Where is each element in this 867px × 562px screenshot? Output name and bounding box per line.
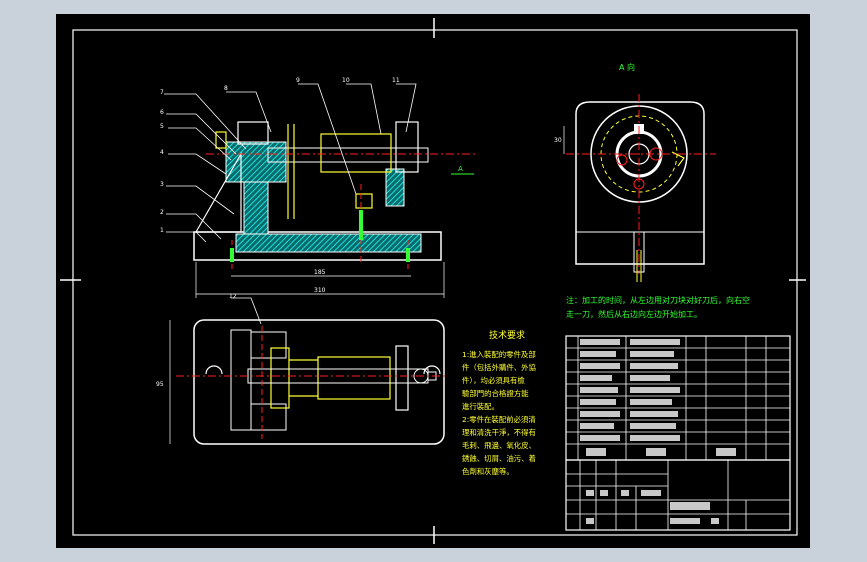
dimension-plan-height: 95 xyxy=(156,381,164,388)
centering-marks xyxy=(60,18,806,544)
side-view-title: A 向 xyxy=(619,62,635,72)
dimension-185: 185 xyxy=(314,269,326,276)
tech-req-line: 理和清洗干淨，不得有 xyxy=(462,428,536,437)
drawing-canvas: 7 6 5 4 3 2 1 8 9 10 11 12 185 310 A xyxy=(60,18,806,544)
plan-view: 95 xyxy=(156,319,448,445)
tech-req-line: 2:零件在裝配前必須清 xyxy=(462,415,536,424)
leader-label-2: 2 xyxy=(160,209,164,216)
dimension-side-height: 30 xyxy=(554,137,562,144)
title-block-cell-fills xyxy=(586,490,719,524)
tech-req-line: 1:進入裝配的零件及部 xyxy=(462,350,536,359)
tech-req-line: 件），均必須具有檢 xyxy=(462,376,525,385)
note-line-1: 注：加工的时间，从左边用对刀块对好刀后，向右空 xyxy=(566,295,750,305)
tech-req-line: 驗部門的合格證方能 xyxy=(462,389,529,398)
leader-label-10: 10 xyxy=(342,77,350,84)
side-view-a: A 向 30 xyxy=(554,62,716,282)
sheet-outer-border xyxy=(72,29,798,536)
tech-req-line: 毛刺、飛邊、氧化皮、 xyxy=(462,441,536,450)
leader-label-6: 6 xyxy=(160,109,164,116)
leader-label-3: 3 xyxy=(160,181,164,188)
tech-req-title: 技术要求 xyxy=(489,329,525,341)
title-block xyxy=(565,459,791,531)
tech-req-line: 色劑和灰塵等。 xyxy=(462,467,514,476)
front-view: 7 6 5 4 3 2 1 8 9 10 11 12 185 310 A xyxy=(160,77,476,325)
cad-drawing-viewport[interactable]: 7 6 5 4 3 2 1 8 9 10 11 12 185 310 A xyxy=(56,14,810,548)
tech-req-line: 進行裝配。 xyxy=(462,402,499,411)
machining-note: 注：加工的时间，从左边用对刀块对好刀后，向右空 走一刀，然后从右边向左边开始加工… xyxy=(566,295,750,319)
leader-label-11: 11 xyxy=(392,77,400,84)
leader-label-9: 9 xyxy=(296,77,300,84)
note-line-2: 走一刀，然后从右边向左边开始加工。 xyxy=(566,309,702,319)
leader-label-5: 5 xyxy=(160,123,164,130)
leader-label-1: 1 xyxy=(160,227,164,234)
technical-requirements: 技术要求 1:進入裝配的零件及部 件（包括外購件、外協 件），均必須具有檢 驗部… xyxy=(462,329,536,476)
dimension-310: 310 xyxy=(314,287,326,294)
leader-label-4: 4 xyxy=(160,149,164,156)
tech-req-line: 銹蝕、切屑、油污、着 xyxy=(462,454,536,463)
parts-list-cell-fills xyxy=(580,339,736,456)
leader-label-7: 7 xyxy=(160,89,164,96)
tech-req-line: 件（包括外購件、外協 xyxy=(462,363,536,372)
leader-label-8: 8 xyxy=(224,85,228,92)
leader-label-12: 12 xyxy=(229,293,237,300)
view-arrow-label: A xyxy=(458,165,463,173)
